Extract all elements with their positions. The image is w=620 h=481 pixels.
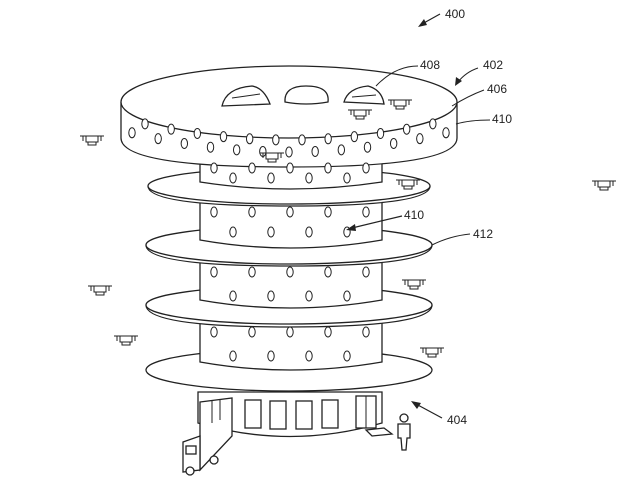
porthole <box>298 134 306 146</box>
porthole <box>286 206 294 218</box>
porthole <box>286 162 294 174</box>
porthole <box>362 206 370 218</box>
porthole <box>154 133 162 145</box>
porthole <box>141 118 149 130</box>
porthole <box>311 145 319 157</box>
drone-icon <box>401 279 427 290</box>
label-402: 402 <box>483 58 503 72</box>
porthole <box>350 131 359 143</box>
drone-icon <box>87 285 113 296</box>
porthole <box>219 131 228 143</box>
porthole <box>362 326 370 338</box>
porthole <box>267 226 275 238</box>
porthole <box>167 123 175 135</box>
porthole <box>305 290 313 302</box>
porthole <box>267 172 275 184</box>
porthole <box>180 137 189 149</box>
label-400: 400 <box>445 7 465 21</box>
porthole <box>362 266 370 278</box>
porthole <box>343 350 351 362</box>
porthole <box>248 266 256 278</box>
porthole <box>429 118 437 130</box>
base-building <box>197 391 394 438</box>
porthole <box>229 226 237 238</box>
cylinder-tier-2 <box>199 262 383 309</box>
porthole <box>324 266 332 278</box>
drone-icon <box>79 135 105 146</box>
porthole <box>206 141 215 153</box>
porthole <box>210 206 218 218</box>
porthole <box>193 127 202 139</box>
porthole <box>286 326 294 338</box>
porthole <box>305 226 313 238</box>
porthole <box>128 127 136 139</box>
porthole <box>267 350 275 362</box>
porthole <box>210 162 218 174</box>
porthole <box>324 162 332 174</box>
porthole <box>324 206 332 218</box>
porthole <box>389 137 398 149</box>
label-404: 404 <box>447 413 467 427</box>
porthole <box>343 172 351 184</box>
label-408: 408 <box>420 58 440 72</box>
leader-lines <box>346 13 491 419</box>
porthole <box>305 172 313 184</box>
porthole <box>363 141 372 153</box>
porthole <box>248 206 256 218</box>
porthole <box>272 134 280 146</box>
porthole <box>337 144 346 156</box>
porthole <box>362 162 370 174</box>
porthole <box>229 172 237 184</box>
drone-icon <box>419 347 445 358</box>
label-406: 406 <box>487 82 507 96</box>
delivery-truck <box>182 397 233 476</box>
person-figure <box>397 413 411 451</box>
drone-icon <box>113 335 139 346</box>
top-landing-platform <box>120 65 458 168</box>
porthole <box>324 326 332 338</box>
porthole <box>286 266 294 278</box>
porthole <box>376 127 385 139</box>
porthole <box>285 146 293 158</box>
porthole <box>210 326 218 338</box>
porthole <box>245 133 254 145</box>
cylinder-tier-1 <box>199 200 383 249</box>
label-410-middle: 410 <box>404 208 424 222</box>
porthole <box>232 144 241 156</box>
porthole <box>267 290 275 302</box>
porthole <box>343 290 351 302</box>
porthole <box>305 350 313 362</box>
porthole-openings <box>128 118 450 362</box>
label-412: 412 <box>473 227 493 241</box>
porthole <box>416 133 424 145</box>
porthole <box>248 326 256 338</box>
label-410-top: 410 <box>492 112 512 126</box>
porthole <box>229 350 237 362</box>
porthole <box>210 266 218 278</box>
drone-icon <box>591 180 617 191</box>
porthole <box>402 123 411 135</box>
cylinder-tier-3 <box>199 322 383 371</box>
porthole <box>229 290 237 302</box>
porthole <box>324 133 332 145</box>
porthole <box>248 162 256 174</box>
porthole <box>442 127 450 139</box>
